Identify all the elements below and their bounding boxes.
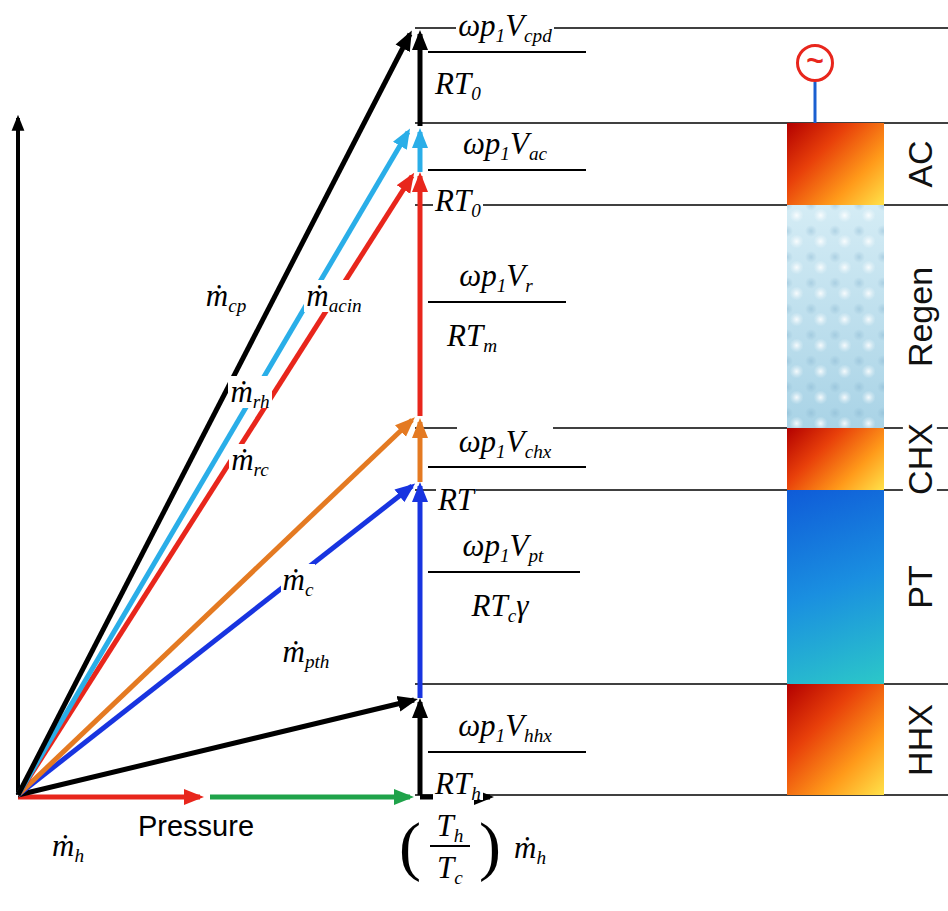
mass-flow-label: ṁpth (281, 636, 332, 669)
phasor-arrows (18, 34, 490, 797)
hot-heat-exchanger: HHX (787, 684, 884, 795)
term-denominator: RTh (433, 768, 483, 801)
mass-flow-label: ṁacin (304, 280, 363, 313)
term-numerator: ωp1Vpt (461, 530, 546, 563)
alternator-wire (814, 82, 817, 123)
mass-flow-label: ṁrc (229, 444, 271, 477)
term-numerator: ωp1Vcpd (456, 10, 554, 43)
mass-flow-label: ṁh (50, 830, 86, 863)
band-name: HHX (903, 701, 937, 779)
level-lines (415, 28, 948, 795)
ratio-denominator: Tc (435, 852, 465, 885)
band-name: AC (903, 137, 937, 190)
band-name: PT (903, 562, 937, 611)
term-denominator: RT0 (433, 68, 483, 101)
mass-flow-label: ṁrh (228, 376, 271, 409)
bracket: ) (477, 811, 503, 880)
mass-flow-label: ṁcp (204, 280, 249, 313)
fraction-bars (428, 52, 586, 846)
alternator-symbol: ~ (796, 44, 834, 82)
term-numerator: ωp1Vchx (457, 426, 554, 459)
alternator-sign: ~ (806, 46, 824, 76)
ambient-heat-exchanger: AC (787, 123, 884, 205)
cold-heat-exchanger: CHX (787, 428, 884, 490)
bracket: ( (397, 811, 423, 880)
term-numerator: ωp1Vhhx (456, 710, 554, 743)
term-numerator: ωp1Vac (461, 128, 549, 161)
pulse-tube-band: PT (787, 490, 884, 684)
axes (16, 118, 20, 795)
term-denominator: RT (436, 484, 476, 517)
term-denominator: RT0 (433, 185, 483, 218)
term-denominator: RTm (445, 320, 499, 353)
term-denominator: RTcγ (470, 590, 531, 623)
band-name: CHX (903, 420, 937, 498)
axis-label: Pressure (136, 811, 256, 841)
band-name: Regen (903, 263, 937, 369)
mass-flow-label: ṁc (281, 564, 316, 597)
regenerator-band: Regen (787, 205, 884, 428)
term-numerator: ωp1Vr (457, 260, 534, 293)
ratio-numerator: Th (435, 810, 466, 843)
mass-flow-label: ṁh (512, 832, 548, 865)
